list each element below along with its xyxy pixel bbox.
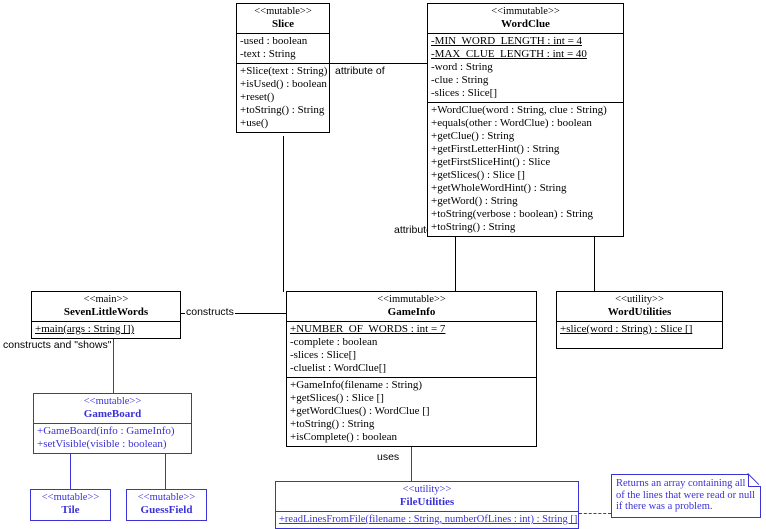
class-method: +readLinesFromFile(filename : String, nu…	[279, 514, 578, 525]
class-name-fileutilities: FileUtilities	[399, 496, 455, 508]
class-method: +getWordClues() : WordClue []	[290, 405, 430, 417]
class-stereotype-wordclue: <<immutable>>	[491, 6, 560, 17]
class-method: +WordClue(word : String, clue : String)	[431, 104, 607, 116]
class-name-guessfield: GuessField	[140, 504, 193, 516]
class-method: +toString() : String	[431, 221, 516, 233]
class-header-slice: <<mutable>> Slice	[237, 4, 329, 33]
class-header-wordutilities: <<utility>> WordUtilities	[557, 292, 722, 321]
class-method: +main(args : String [])	[35, 323, 135, 335]
edge-label-gameinfo-fileutilities: uses	[376, 451, 401, 463]
note-box: Returns an array containing all of the l…	[611, 474, 761, 518]
class-header-gameboard: <<mutable>> GameBoard	[34, 394, 191, 423]
class-method: +isComplete() : boolean	[290, 431, 398, 443]
class-methods-wordutilities: +slice(word : String) : Slice []	[557, 321, 722, 355]
class-name-slice: Slice	[272, 18, 294, 30]
edge-gameboard-guessfield	[165, 452, 166, 489]
class-methods-slice: +Slice(text : String) +isUsed() : boolea…	[237, 63, 329, 132]
class-box-fileutilities[interactable]: <<utility>> FileUtilities +readLinesFrom…	[275, 481, 579, 529]
class-stereotype-sevenlittlewords: <<main>>	[83, 294, 129, 305]
class-methods-gameinfo: +GameInfo(filename : String) +getSlices(…	[287, 377, 536, 446]
class-attributes-slice: -used : boolean -text : String	[237, 33, 329, 63]
class-methods-wordclue: +WordClue(word : String, clue : String) …	[428, 102, 623, 236]
class-method: +toString(verbose : boolean) : String	[431, 208, 594, 220]
class-method: +getWholeWordHint() : String	[431, 182, 567, 194]
class-name-sevenlittlewords: SevenLittleWords	[63, 306, 149, 318]
class-attribute: -cluelist : WordClue[]	[290, 362, 387, 374]
class-constant: +NUMBER_OF_WORDS : int = 7	[290, 323, 446, 335]
class-header-guessfield: <<mutable>> GuessField	[127, 490, 206, 519]
class-method: +setVisible(visible : boolean)	[37, 438, 167, 450]
edge-label-slw-gameboard: constructs and "shows"	[2, 339, 113, 351]
class-name-gameboard: GameBoard	[83, 408, 142, 420]
class-method: +getSlices() : Slice []	[431, 169, 525, 181]
class-header-tile: <<mutable>> Tile	[31, 490, 110, 519]
class-attribute: -slices : Slice[]	[431, 87, 497, 99]
class-method: +isUsed() : boolean	[240, 78, 327, 90]
class-method: +use()	[240, 117, 269, 129]
class-name-gameinfo: GameInfo	[387, 306, 436, 318]
class-name-wordclue: WordClue	[501, 18, 550, 30]
class-method: +getSlices() : Slice []	[290, 392, 384, 404]
class-methods-gameboard: +GameBoard(info : GameInfo) +setVisible(…	[34, 423, 191, 453]
class-stereotype-slice: <<mutable>>	[254, 6, 312, 17]
edge-fileutilities-note	[579, 513, 611, 514]
edge-slice-gameinfo	[283, 120, 284, 292]
edge-wordclue-gameinfo	[455, 222, 456, 292]
class-method: +getWord() : String	[431, 195, 518, 207]
class-attribute: -used : boolean	[240, 35, 308, 47]
class-box-slice[interactable]: <<mutable>> Slice -used : boolean -text …	[236, 3, 330, 133]
class-constant: -MIN_WORD_LENGTH : int = 4	[431, 35, 583, 47]
edge-slw-gameboard	[113, 327, 114, 393]
class-attribute: -complete : boolean	[290, 336, 378, 348]
class-stereotype-wordutilities: <<utility>>	[615, 294, 664, 305]
class-attributes-wordclue: -MIN_WORD_LENGTH : int = 4 -MAX_CLUE_LEN…	[428, 33, 623, 102]
class-attribute: -clue : String	[431, 74, 489, 86]
class-methods-sevenlittlewords: +main(args : String [])	[32, 321, 180, 338]
class-methods-fileutilities: +readLinesFromFile(filename : String, nu…	[276, 511, 578, 528]
class-stereotype-gameinfo: <<immutable>>	[377, 294, 446, 305]
class-name-wordutilities: WordUtilities	[607, 306, 672, 318]
class-method: +GameBoard(info : GameInfo)	[37, 425, 175, 437]
class-constant: -MAX_CLUE_LENGTH : int = 40	[431, 48, 587, 60]
edge-label-slw-gameinfo: constructs	[185, 306, 235, 318]
class-box-gameinfo[interactable]: <<immutable>> GameInfo +NUMBER_OF_WORDS …	[286, 291, 537, 447]
edge-gameinfo-fileutilities	[411, 433, 412, 481]
class-method: +equals(other : WordClue) : boolean	[431, 117, 592, 129]
class-method: +toString() : String	[240, 104, 325, 116]
class-box-tile[interactable]: <<mutable>> Tile	[30, 489, 111, 521]
class-stereotype-fileutilities: <<utility>>	[402, 484, 452, 495]
class-box-sevenlittlewords[interactable]: <<main>> SevenLittleWords +main(args : S…	[31, 291, 181, 339]
class-method: +getClue() : String	[431, 130, 515, 142]
note-fold-icon	[748, 474, 761, 487]
class-stereotype-gameboard: <<mutable>>	[83, 396, 142, 407]
class-method: +reset()	[240, 91, 275, 103]
class-box-wordutilities[interactable]: <<utility>> WordUtilities +slice(word : …	[556, 291, 723, 349]
class-header-fileutilities: <<utility>> FileUtilities	[276, 482, 578, 511]
class-method: +getFirstLetterHint() : String	[431, 143, 560, 155]
class-header-gameinfo: <<immutable>> GameInfo	[287, 292, 536, 321]
class-box-gameboard[interactable]: <<mutable>> GameBoard +GameBoard(info : …	[33, 393, 192, 454]
edge-slice-wordclue	[330, 63, 427, 64]
class-attribute: -slices : Slice[]	[290, 349, 356, 361]
class-header-wordclue: <<immutable>> WordClue	[428, 4, 623, 33]
class-box-wordclue[interactable]: <<immutable>> WordClue -MIN_WORD_LENGTH …	[427, 3, 624, 237]
class-name-tile: Tile	[61, 504, 80, 516]
class-method: +toString() : String	[290, 418, 375, 430]
edge-wordclue-wordutilities	[594, 222, 595, 292]
class-method: +Slice(text : String)	[240, 65, 328, 77]
edge-label-slice-wordclue: attribute of	[334, 65, 386, 77]
class-header-sevenlittlewords: <<main>> SevenLittleWords	[32, 292, 180, 321]
class-method: +GameInfo(filename : String)	[290, 379, 423, 391]
edge-gameboard-tile	[70, 452, 71, 489]
note-text: Returns an array containing all of the l…	[616, 478, 756, 512]
class-box-guessfield[interactable]: <<mutable>> GuessField	[126, 489, 207, 521]
class-attribute: -text : String	[240, 48, 296, 60]
class-attributes-gameinfo: +NUMBER_OF_WORDS : int = 7 -complete : b…	[287, 321, 536, 377]
class-method: +slice(word : String) : Slice []	[560, 323, 693, 335]
class-attribute: -word : String	[431, 61, 493, 73]
class-method: +getFirstSliceHint() : Slice	[431, 156, 551, 168]
class-stereotype-guessfield: <<mutable>>	[137, 492, 196, 503]
class-stereotype-tile: <<mutable>>	[41, 492, 100, 503]
